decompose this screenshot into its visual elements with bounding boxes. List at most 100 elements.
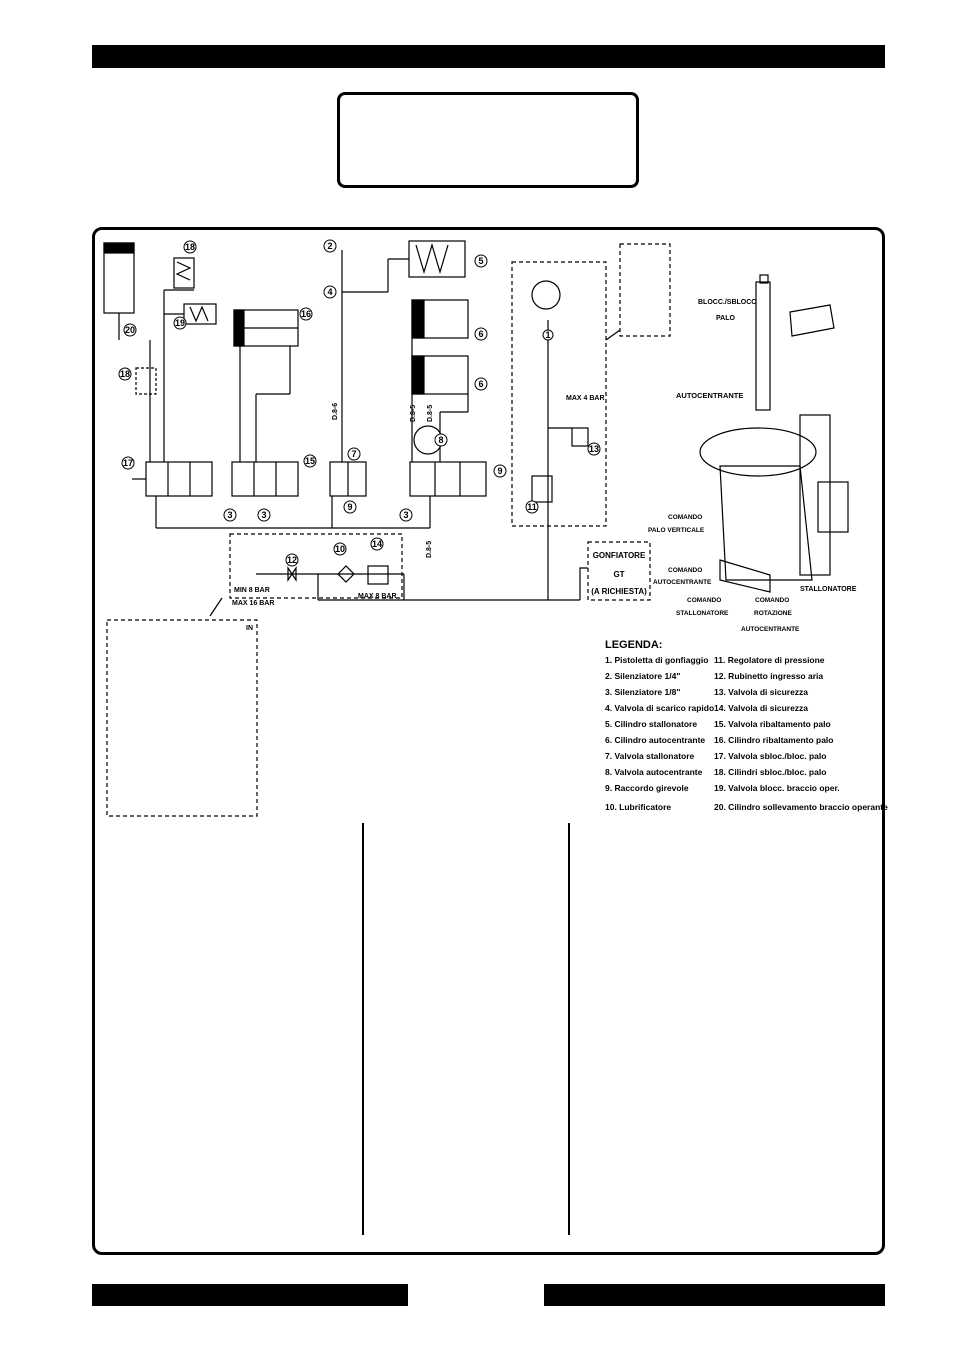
gonfiatore-line3: (A RICHIESTA)	[591, 587, 647, 596]
svg-text:13. Valvola di sicurezza: 13. Valvola di sicurezza	[714, 687, 808, 697]
svg-text:7. Valvola stallonatore: 7. Valvola stallonatore	[605, 751, 695, 761]
svg-text:3: 3	[227, 510, 232, 520]
callout-palo-vert-2: PALO VERTICALE	[648, 527, 705, 534]
svg-text:8: 8	[438, 435, 443, 445]
cylinder-5	[388, 240, 466, 278]
callout-rot-1: COMANDO	[755, 597, 789, 604]
label-min-8-bar: MIN 8 BAR	[234, 587, 270, 594]
header-bar	[92, 45, 885, 68]
svg-text:13: 13	[589, 444, 599, 454]
svg-text:5. Cilindro stallonatore: 5. Cilindro stallonatore	[605, 719, 697, 729]
label-max-8-bar: MAX 8 BAR	[358, 593, 397, 600]
safety-valve-14	[367, 565, 389, 585]
svg-text:9: 9	[347, 502, 352, 512]
callout-autocentrante: AUTOCENTRANTE	[676, 391, 743, 400]
svg-text:6: 6	[478, 379, 483, 389]
valve-7	[329, 461, 367, 497]
gonfiatore-line2: GT	[613, 570, 624, 579]
svg-text:9: 9	[497, 466, 502, 476]
svg-text:3. Silenziatore 1/8": 3. Silenziatore 1/8"	[605, 687, 680, 697]
svg-text:6. Cilindro autocentrante: 6. Cilindro autocentrante	[605, 735, 705, 745]
tube-label-d85-a: D.8-5	[410, 405, 417, 422]
inflation-gun-gauge	[531, 280, 561, 310]
callout-rot-2: ROTAZIONE	[754, 610, 792, 617]
callout-stall-1: COMANDO	[687, 597, 721, 604]
regulator-11	[531, 475, 553, 503]
svg-text:20. Cilindro sollevamento brac: 20. Cilindro sollevamento braccio operan…	[714, 802, 888, 812]
column-divider	[362, 823, 364, 1235]
svg-text:18: 18	[120, 369, 130, 379]
callout-stall-2: STALLONATORE	[676, 610, 729, 617]
svg-text:6: 6	[478, 329, 483, 339]
tube-label-d85-c: D.8-5	[426, 541, 433, 558]
svg-text:11: 11	[527, 502, 537, 512]
svg-text:19. Valvola blocc. braccio ope: 19. Valvola blocc. braccio oper.	[714, 783, 840, 793]
cylinder-6b	[411, 355, 469, 395]
lower-detail	[106, 619, 258, 817]
svg-text:17. Valvola sbloc./bloc. palo: 17. Valvola sbloc./bloc. palo	[714, 751, 826, 761]
svg-text:16. Cilindro ribaltamento palo: 16. Cilindro ribaltamento palo	[714, 735, 834, 745]
svg-text:18. Cilindri sbloc./bloc. palo: 18. Cilindri sbloc./bloc. palo	[714, 767, 826, 777]
legend-title: LEGENDA:	[605, 639, 662, 651]
callout-palo-vert-1: COMANDO	[668, 514, 702, 521]
svg-text:4: 4	[327, 287, 332, 297]
component-numbers: 1 2 3 3 3 4 5 6 6 7 8 9 10 11 12 13 14 1…	[118, 239, 601, 567]
svg-text:12: 12	[287, 555, 297, 565]
valve-8	[409, 461, 487, 497]
label-in: IN	[246, 625, 253, 632]
svg-text:3: 3	[403, 510, 408, 520]
svg-text:8. Valvola autocentrante: 8. Valvola autocentrante	[605, 767, 703, 777]
valve-17	[132, 461, 213, 497]
lubricator-10	[337, 565, 355, 583]
diagram-frame	[92, 227, 885, 1255]
callout-rot-3: AUTOCENTRANTE	[741, 626, 800, 633]
svg-text:14. Valvola di sicurezza: 14. Valvola di sicurezza	[714, 703, 808, 713]
title-box	[337, 92, 639, 188]
svg-text:11. Regolatore di pressione: 11. Regolatore di pressione	[714, 655, 825, 665]
callout-blocc-1: BLOCC./SBLOCC	[698, 299, 756, 306]
gonfiatore-box	[587, 541, 651, 601]
svg-text:18: 18	[185, 242, 195, 252]
label-max-4-bar: MAX 4 BAR	[566, 395, 605, 402]
svg-text:16: 16	[301, 309, 311, 319]
label-max-16-bar: MAX 16 BAR	[232, 600, 274, 607]
legend: LEGENDA: 1. Pistoletta di gonfiaggio 2. …	[605, 639, 888, 812]
callout-autoc-1: COMANDO	[668, 567, 702, 574]
svg-text:5: 5	[478, 256, 483, 266]
svg-text:3: 3	[261, 510, 266, 520]
svg-text:15: 15	[305, 456, 315, 466]
valve-15	[231, 461, 299, 497]
gonfiatore-line1: GONFIATORE	[593, 551, 646, 560]
svg-text:17: 17	[123, 458, 133, 468]
svg-text:19: 19	[175, 318, 185, 328]
valve-12	[287, 566, 297, 582]
svg-text:4. Valvola di scarico rapido: 4. Valvola di scarico rapido	[605, 703, 714, 713]
detail-insert	[619, 243, 671, 337]
cylinder-18	[164, 257, 195, 291]
svg-text:1. Pistoletta di gonfiaggio: 1. Pistoletta di gonfiaggio	[605, 655, 708, 665]
svg-text:9. Raccordo girevole: 9. Raccordo girevole	[605, 783, 689, 793]
svg-text:14: 14	[372, 539, 382, 549]
callout-stallonatore: STALLONATORE	[800, 586, 857, 593]
cylinder-6a	[411, 299, 469, 339]
svg-text:12. Rubinetto ingresso aria: 12. Rubinetto ingresso aria	[714, 671, 823, 681]
svg-text:15. Valvola ribaltamento palo: 15. Valvola ribaltamento palo	[714, 719, 831, 729]
tube-label-d85-b: D.8-5	[427, 405, 434, 422]
tube-label-d86: D.8-6	[332, 403, 339, 420]
svg-text:7: 7	[351, 449, 356, 459]
svg-text:2. Silenziatore 1/4": 2. Silenziatore 1/4"	[605, 671, 680, 681]
svg-text:2: 2	[327, 241, 332, 251]
footer-bar-left	[92, 1284, 408, 1306]
tyre-changer-machine	[699, 274, 849, 593]
cylinder-20	[103, 242, 135, 340]
gun-group	[511, 261, 607, 527]
svg-text:1: 1	[545, 330, 550, 340]
callout-autoc-2: AUTOCENTRANTE	[653, 579, 712, 586]
column-divider	[568, 823, 570, 1235]
cylinder-16	[233, 309, 299, 347]
safety-valve-13	[571, 427, 589, 447]
callout-blocc-2: PALO	[716, 315, 735, 322]
svg-text:10. Lubrificatore: 10. Lubrificatore	[605, 802, 671, 812]
frl-group	[229, 533, 403, 599]
